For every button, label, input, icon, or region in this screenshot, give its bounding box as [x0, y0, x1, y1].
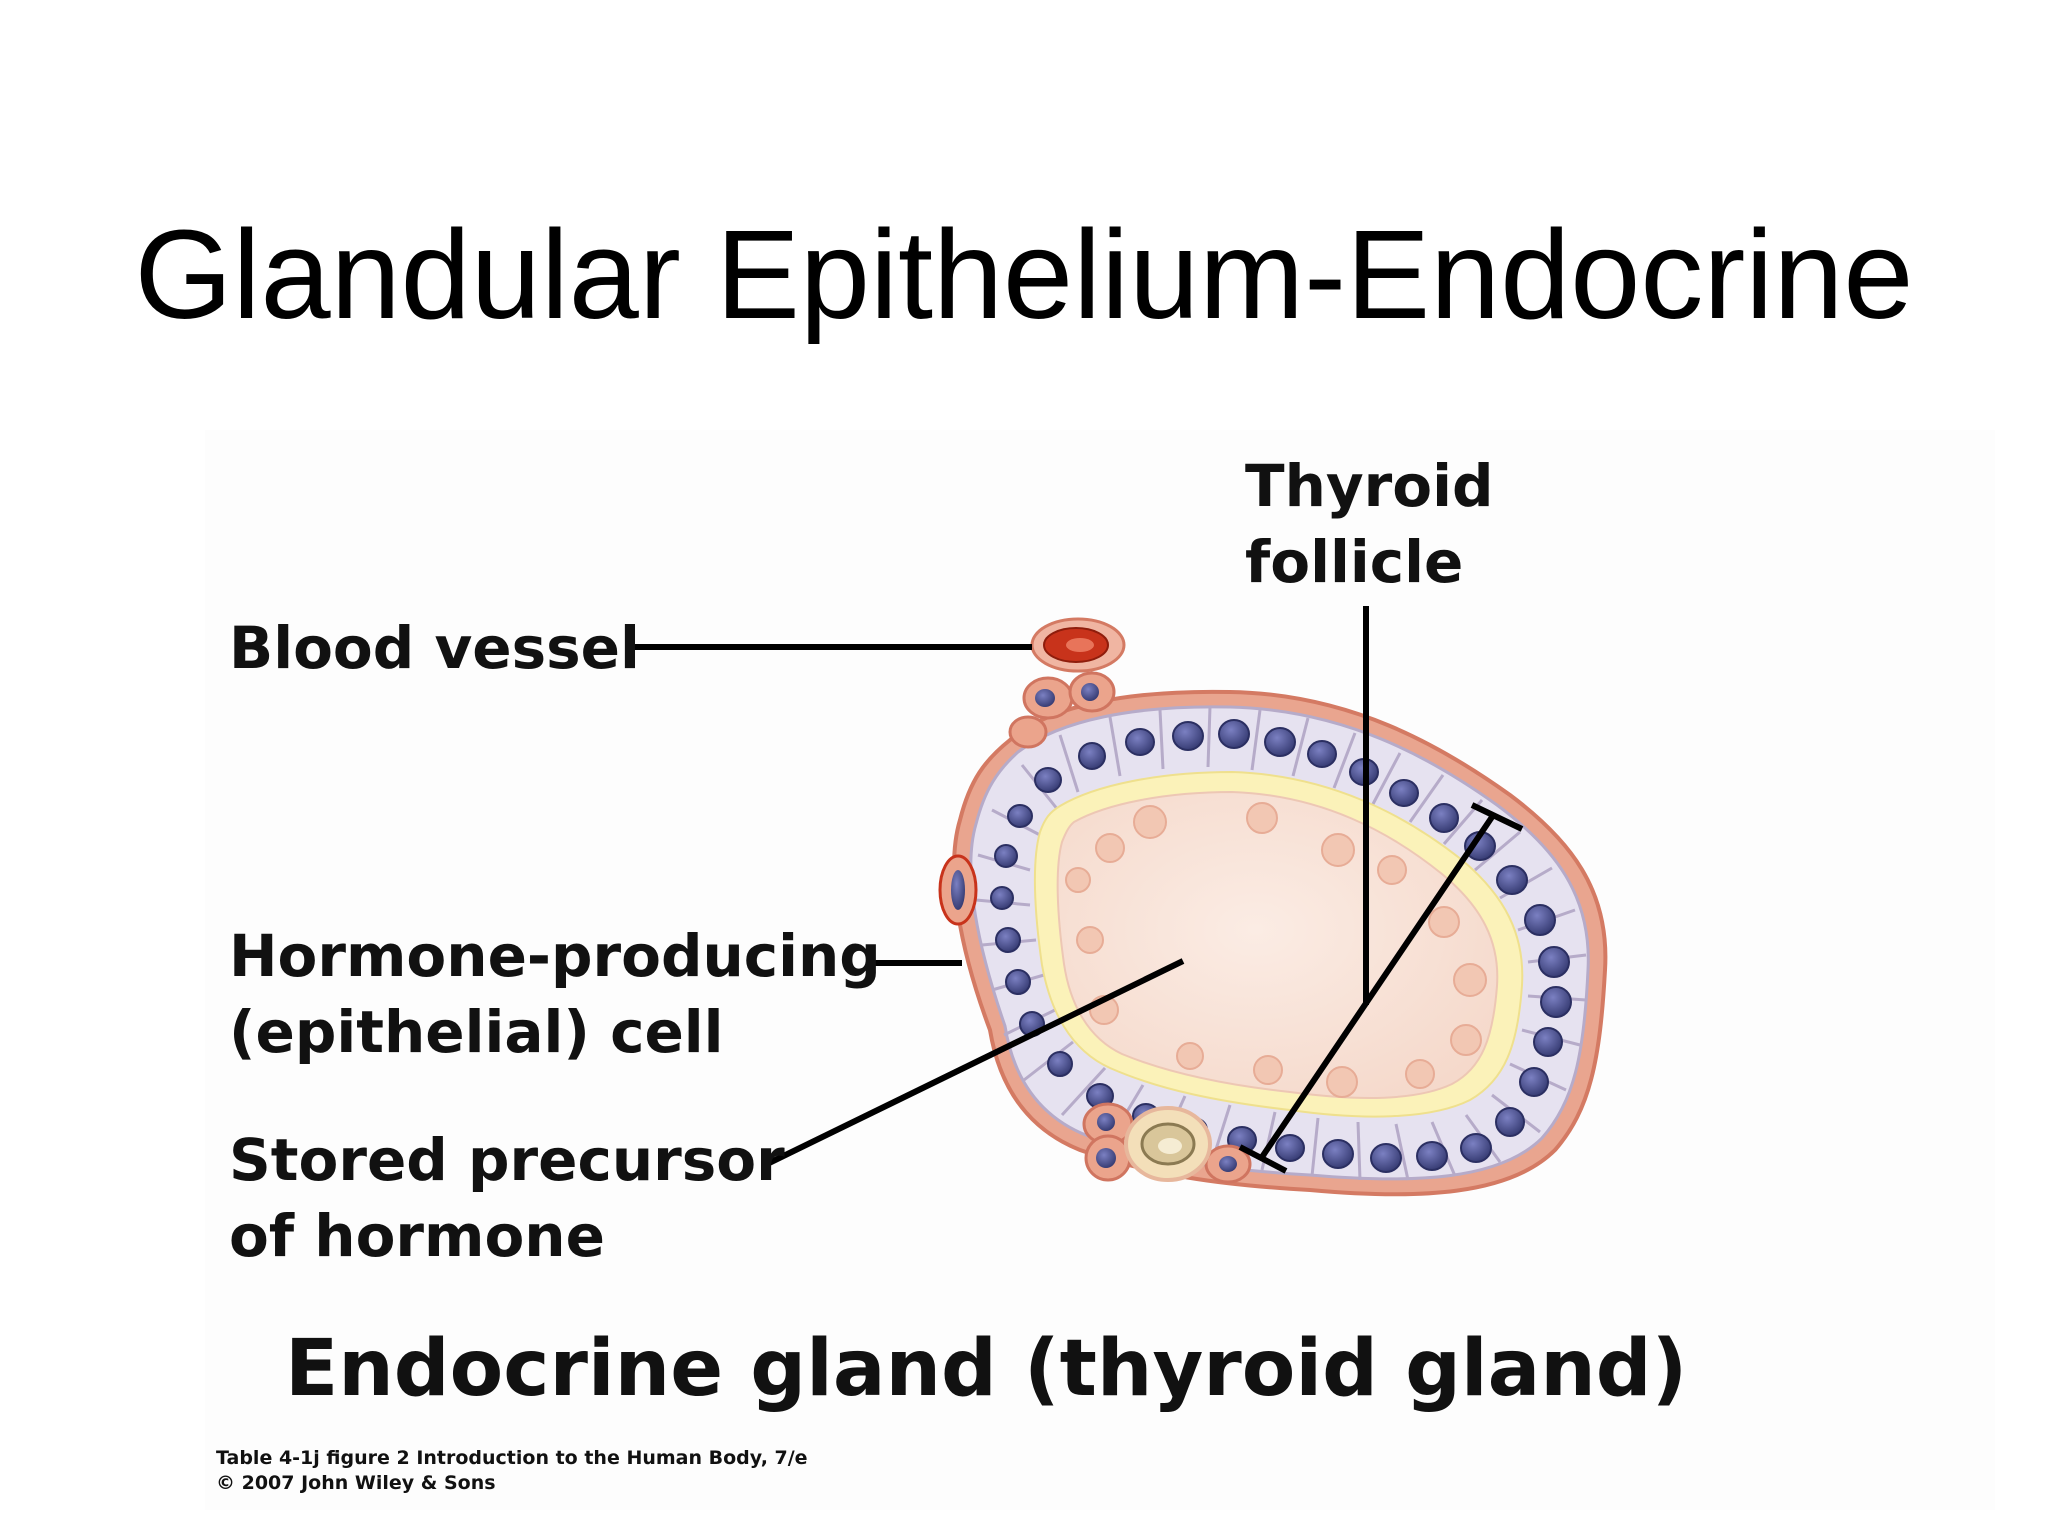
follicle-bracket-cap-top — [1470, 802, 1524, 832]
label-blood-vessel: Blood vessel — [229, 610, 640, 686]
figure-credit: Table 4-1j figure 2 Introduction to the … — [216, 1446, 808, 1496]
capillary-bottom — [1124, 1106, 1212, 1182]
blood-vessel — [1030, 617, 1126, 673]
slide-title: Glandular Epithelium-Endocrine — [134, 204, 1914, 346]
credit-source: Table 4-1j figure 2 Introduction to the … — [216, 1447, 808, 1469]
label-stored-precursor: Stored precursor of hormone — [229, 1122, 785, 1274]
follicle-bracket-span — [1259, 815, 1495, 1159]
figure-caption: Endocrine gland (thyroid gland) — [285, 1324, 1688, 1414]
follicle-bracket-cap-bottom — [1238, 1144, 1288, 1174]
label-thyroid-follicle: Thyroid follicle — [1245, 448, 1494, 600]
label-stored-precursor-line1: Stored precursor — [229, 1126, 785, 1194]
credit-copyright: © 2007 John Wiley & Sons — [216, 1472, 496, 1494]
label-hormone-cell-line1: Hormone-producing — [229, 922, 881, 990]
colloid-droplets — [1065, 802, 1487, 1098]
label-hormone-producing-cell: Hormone-producing (epithelial) cell — [229, 918, 881, 1070]
leader-lines — [625, 606, 1524, 1174]
leader-stored-precursor — [763, 958, 1185, 1168]
label-stored-precursor-line2: of hormone — [229, 1202, 605, 1270]
label-blood-vessel-text: Blood vessel — [229, 614, 640, 682]
label-hormone-cell-line2: (epithelial) cell — [229, 998, 724, 1066]
label-thyroid-follicle-line1: Thyroid — [1245, 452, 1494, 520]
label-thyroid-follicle-line2: follicle — [1245, 528, 1464, 596]
interstitial-cells — [938, 671, 1252, 1184]
